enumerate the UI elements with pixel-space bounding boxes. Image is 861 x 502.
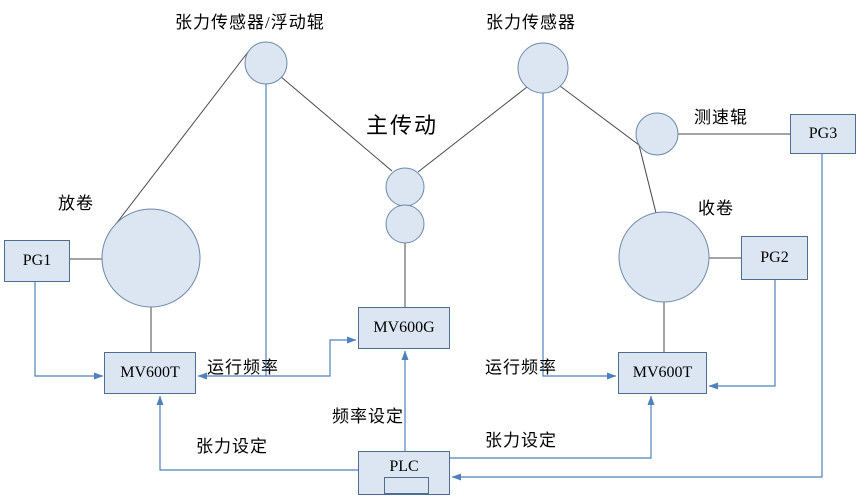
web-tension-roller-to-speed-roller xyxy=(559,85,640,146)
signal-running-frequency-right xyxy=(542,93,617,380)
mv600g-label: MV600G xyxy=(373,319,435,336)
label-tension-sensor-floating-roller: 张力传感器/浮动辊 xyxy=(175,13,325,32)
main-drive-bottom-roller-circle xyxy=(385,204,425,244)
unwind-roll-circle xyxy=(101,208,201,308)
speed-roller-circle xyxy=(635,112,679,156)
label-tension-setting-right: 张力设定 xyxy=(485,431,557,450)
signal-pg2-to-mv600t-right xyxy=(708,280,776,390)
pg1-box: PG1 xyxy=(4,240,70,282)
mv600t-right-label: MV600T xyxy=(632,364,693,381)
label-tension-setting-left: 张力设定 xyxy=(196,437,268,456)
web-floating-roller-to-main-drive xyxy=(279,75,393,172)
label-frequency-setting: 频率设定 xyxy=(332,407,404,426)
label-running-frequency-left: 运行频率 xyxy=(207,358,279,377)
pg2-label: PG2 xyxy=(760,249,789,266)
tension-sensor-roller-circle xyxy=(517,42,569,94)
mv600t-right-box: MV600T xyxy=(618,352,707,394)
pg1-label: PG1 xyxy=(22,252,52,269)
rewind-roll-circle xyxy=(618,211,710,303)
signal-pg1-to-mv600t-left xyxy=(34,282,104,380)
pg3-box: PG3 xyxy=(790,114,856,154)
label-running-frequency-right: 运行频率 xyxy=(485,358,557,377)
signal-tension-setting-left xyxy=(156,395,358,471)
floating-roller-circle xyxy=(244,41,288,85)
mv600t-left-box: MV600T xyxy=(104,352,196,394)
web-speed-roller-to-rewind xyxy=(638,144,657,214)
label-tension-sensor: 张力传感器 xyxy=(486,13,576,32)
web-unwind-to-floating-roller xyxy=(108,51,249,234)
pg2-box: PG2 xyxy=(741,236,808,280)
plc-terminal-block xyxy=(384,477,429,494)
signal-tension-setting-right xyxy=(450,395,655,459)
label-main-drive: 主传动 xyxy=(366,113,439,138)
label-rewind: 收卷 xyxy=(698,199,734,218)
plc-label: PLC xyxy=(389,458,419,475)
pg3-label: PG3 xyxy=(808,125,838,142)
label-unwind: 放卷 xyxy=(58,194,94,213)
plc-box: PLC xyxy=(358,451,450,495)
signal-pg3-to-plc xyxy=(451,153,823,481)
web-main-drive-to-tension-roller xyxy=(417,86,528,173)
signal-feedback-to-mv600g xyxy=(266,336,357,377)
mv600t-left-label: MV600T xyxy=(120,364,180,381)
main-drive-top-roller-circle xyxy=(385,167,425,207)
mv600g-box: MV600G xyxy=(358,307,450,349)
label-speed-roller: 测速辊 xyxy=(694,108,748,127)
